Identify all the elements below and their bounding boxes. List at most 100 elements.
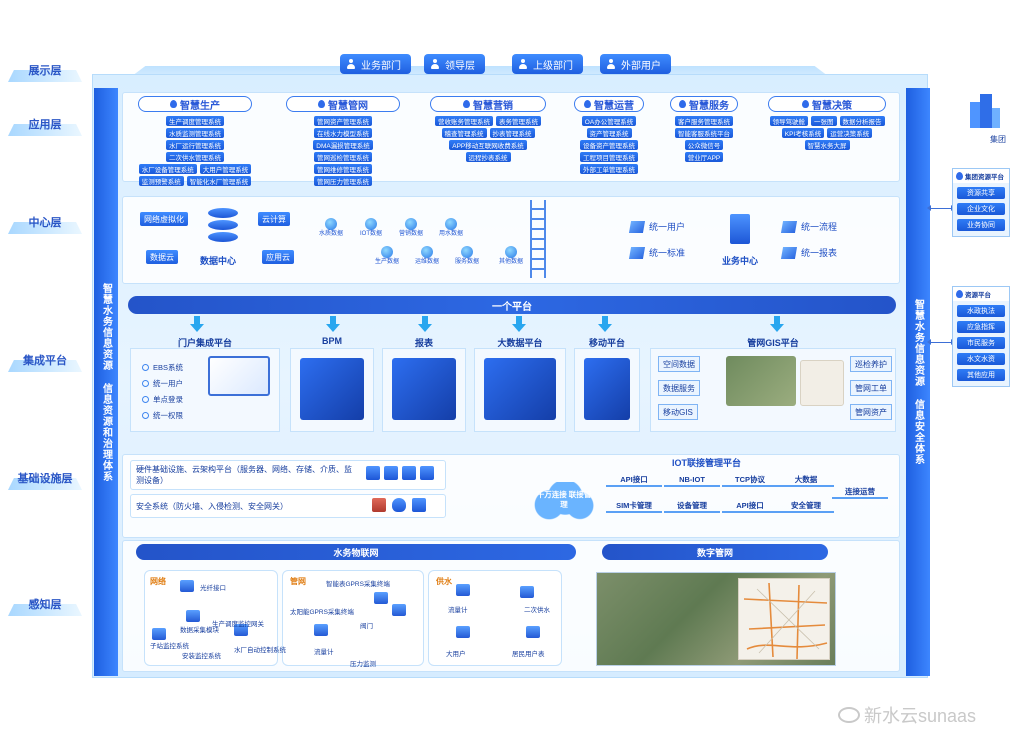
cube-icon — [628, 220, 646, 233]
app-item[interactable]: 水厂运行管理系统 — [166, 140, 224, 150]
iot-item[interactable]: 连接运营 — [832, 486, 888, 499]
data-service[interactable]: 其他数据 — [498, 246, 524, 268]
tag-data-cloud[interactable]: 数据云 — [146, 250, 178, 264]
app-item[interactable]: 数据分析报告 — [839, 116, 885, 126]
tag-app-cloud[interactable]: 应用云 — [262, 250, 294, 264]
app-item[interactable]: 公众微信号 — [684, 140, 724, 150]
gis-item[interactable]: 数据服务 — [658, 380, 700, 396]
iot-item[interactable]: API接口 — [606, 474, 662, 487]
app-item[interactable]: 在线水力模型系统 — [314, 128, 372, 138]
sidebar-item[interactable]: 市民服务 — [957, 337, 1005, 349]
gis-item[interactable]: 移动GIS — [658, 404, 698, 420]
street-map[interactable] — [738, 578, 830, 660]
integration-module-title: 报表 — [414, 338, 433, 348]
app-item[interactable]: 营收账务管理系统 — [435, 116, 493, 126]
tag-network-virtualization[interactable]: 网络虚拟化 — [140, 212, 188, 226]
app-item[interactable]: 资产管理系统 — [586, 128, 632, 138]
app-item[interactable]: 水质监测管理系统 — [166, 128, 224, 138]
app-item-grid: OA办公管理系统资产管理系统设备资产管理系统工程项目管理系统外部工单管理系统 — [574, 116, 644, 174]
app-item[interactable]: 二次供水管理系统 — [166, 152, 224, 162]
app-item[interactable]: 监测预警系统 — [138, 176, 184, 186]
app-item[interactable]: OA办公管理系统 — [581, 116, 637, 126]
gis-item[interactable]: 空间数据 — [658, 356, 700, 372]
biz-item-unified-process[interactable]: 统一流程 — [780, 220, 837, 233]
app-item[interactable]: 外部工单管理系统 — [580, 164, 638, 174]
app-item[interactable]: 大用户管理系统 — [199, 164, 252, 174]
iot-item[interactable]: 大数据 — [778, 474, 834, 487]
layer-label-integration: 集成平台 — [8, 348, 82, 372]
user-superior-dept[interactable]: 上级部门 — [512, 54, 583, 74]
app-item[interactable]: 运营决策系统 — [827, 128, 873, 138]
app-group-header[interactable]: 智慧决策 — [768, 96, 886, 112]
app-item[interactable]: 远程抄表系统 — [465, 152, 511, 162]
portal-item-label: 统一用户 — [153, 379, 183, 388]
app-item[interactable]: 稽查管理系统 — [441, 128, 487, 138]
biz-item-unified-user[interactable]: 统一用户 — [628, 220, 685, 233]
app-item[interactable]: 设备资产管理系统 — [580, 140, 638, 150]
sidebar-item[interactable]: 其他应用 — [957, 369, 1005, 381]
sidebar-item[interactable]: 水政执法 — [957, 305, 1005, 317]
gis-item[interactable]: 管网资产 — [850, 404, 892, 420]
app-item[interactable]: 工程项目管理系统 — [580, 152, 638, 162]
app-item[interactable]: 管网巡检管理系统 — [314, 152, 372, 162]
app-item[interactable]: 管网资产管理系统 — [314, 116, 372, 126]
perception-label: 安装监控系统 — [182, 653, 221, 660]
app-group-header[interactable]: 智慧营销 — [430, 96, 546, 112]
app-item[interactable]: 表务管理系统 — [496, 116, 541, 126]
iot-item[interactable]: SIM卡管理 — [606, 500, 662, 513]
user-leadership[interactable]: 领导层 — [424, 54, 485, 74]
portal-item[interactable]: 统一用户 — [142, 378, 183, 389]
layer-label-display: 展示层 — [8, 58, 82, 82]
app-item-grid: 生产调度管理系统水质监测管理系统水厂运行管理系统二次供水管理系统水厂设备管理系统… — [138, 116, 252, 186]
app-item[interactable]: 管网维修管理系统 — [314, 164, 372, 174]
sidebar-item[interactable]: 水文水资 — [957, 353, 1005, 365]
data-service[interactable]: 水质数据 — [318, 218, 344, 240]
shield-icon — [392, 498, 406, 512]
app-item[interactable]: KPI考核系统 — [781, 128, 825, 138]
down-arrow-icon — [326, 316, 340, 332]
app-item[interactable]: 生产调度管理系统 — [166, 116, 224, 126]
data-service[interactable]: 生产数据 — [374, 246, 400, 268]
app-item[interactable]: 水厂设备管理系统 — [138, 164, 197, 174]
gis-item[interactable]: 巡检养护 — [850, 356, 892, 372]
user-external[interactable]: 外部用户 — [600, 54, 671, 74]
tag-cloud-computing[interactable]: 云计算 — [258, 212, 290, 226]
app-group-header[interactable]: 智慧运营 — [574, 96, 644, 112]
app-item[interactable]: 客户服务管理系统 — [675, 116, 733, 126]
app-item[interactable]: DMA漏损管理系统 — [313, 140, 373, 150]
data-service[interactable]: 运维数据 — [414, 246, 440, 268]
iot-item[interactable]: 安全管理 — [778, 500, 834, 513]
sidebar-item[interactable]: 应急指挥 — [957, 321, 1005, 333]
portal-item[interactable]: 单点登录 — [142, 394, 183, 405]
app-item[interactable]: 营业厅APP — [684, 152, 724, 162]
app-item[interactable]: APP移动互联网收费系统 — [449, 140, 527, 150]
iot-item[interactable]: NB-IOT — [664, 474, 720, 487]
iot-item[interactable]: 设备管理 — [664, 500, 720, 513]
sidebar-item[interactable]: 企业文化 — [957, 203, 1005, 215]
data-service[interactable]: 营销数据 — [398, 218, 424, 240]
portal-item[interactable]: 统一权限 — [142, 410, 183, 421]
sidebar-item[interactable]: 资源共享 — [957, 187, 1005, 199]
user-business-dept[interactable]: 业务部门 — [340, 54, 411, 74]
app-item[interactable]: 智慧水务大屏 — [804, 140, 850, 150]
data-service[interactable]: 用水数据 — [438, 218, 464, 240]
app-item[interactable]: 管网压力管理系统 — [314, 176, 372, 186]
iot-item[interactable]: TCP协议 — [722, 474, 778, 487]
app-group-header[interactable]: 智慧服务 — [670, 96, 738, 112]
app-item[interactable]: 一张图 — [811, 116, 837, 126]
app-item[interactable]: 智能客服系统平台 — [675, 128, 733, 138]
app-item[interactable]: 智能化水厂管理系统 — [186, 176, 252, 186]
app-group-header[interactable]: 智慧管网 — [286, 96, 400, 112]
biz-item-unified-report[interactable]: 统一报表 — [780, 246, 837, 259]
layers-icon — [956, 172, 963, 180]
app-item[interactable]: 抄表管理系统 — [489, 128, 535, 138]
app-item[interactable]: 领导驾驶舱 — [769, 116, 808, 126]
data-service[interactable]: IOT数据 — [358, 218, 384, 240]
gis-item[interactable]: 管网工单 — [850, 380, 892, 396]
sidebar-item[interactable]: 业务协同 — [957, 219, 1005, 231]
portal-item[interactable]: EBS系统 — [142, 362, 183, 373]
data-service[interactable]: 服务数据 — [454, 246, 480, 268]
iot-item[interactable]: API接口 — [722, 500, 778, 513]
app-group-header[interactable]: 智慧生产 — [138, 96, 252, 112]
biz-item-unified-standard[interactable]: 统一标准 — [628, 246, 685, 259]
